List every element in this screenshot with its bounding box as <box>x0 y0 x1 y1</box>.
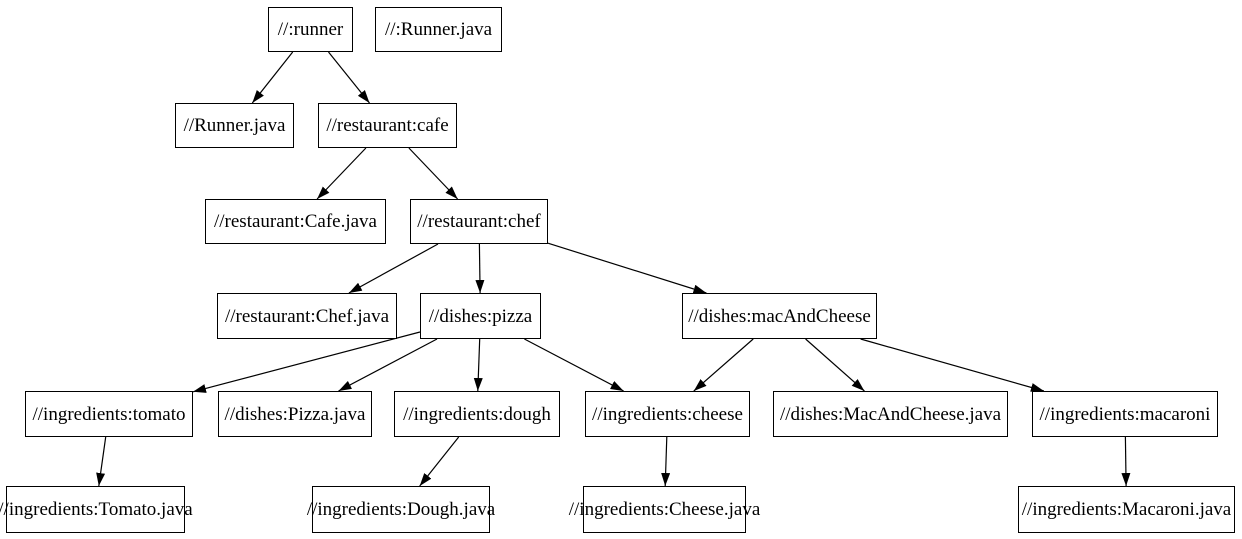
edge-runner-to-runner_java <box>251 51 294 104</box>
graph-node-cheese-java: //ingredients:Cheese.java <box>569 486 760 533</box>
graph-node-cafe: //restaurant:cafe <box>318 103 457 148</box>
edge-cheese-to-cheese_java <box>661 436 671 487</box>
graph-node-dough: //ingredients:dough <box>394 391 560 437</box>
edge-chef-to-pizza <box>475 243 485 294</box>
graph-node-cheese: //ingredients:cheese <box>585 391 750 437</box>
edge-cafe-to-cafe_java <box>316 147 367 200</box>
edge-chef-to-mac_and_cheese <box>547 242 707 294</box>
edge-pizza-to-dough <box>473 338 483 392</box>
graph-node-tomato-java: //ingredients:Tomato.java <box>0 486 193 533</box>
graph-node-chef: //restaurant:chef <box>410 199 548 244</box>
graph-node-cafe-java: //restaurant:Cafe.java <box>205 199 386 244</box>
edge-pizza-to-pizza_java <box>338 338 438 392</box>
edge-macaroni-to-macaroni_java <box>1121 436 1131 487</box>
graph-node-macaroni: //ingredients:macaroni <box>1032 391 1218 437</box>
graph-node-pizza: //dishes:pizza <box>420 293 541 339</box>
edge-dough-to-dough_java <box>419 436 460 487</box>
edge-cafe-to-chef <box>408 147 459 200</box>
graph-node-mac-and-cheese: //dishes:macAndCheese <box>682 293 877 339</box>
edge-mac_and_cheese-to-mac_and_cheese_java <box>805 338 865 392</box>
graph-node-dough-java: //ingredients:Dough.java <box>307 486 495 533</box>
graph-node-tomato: //ingredients:tomato <box>25 391 193 437</box>
edge-mac_and_cheese-to-macaroni <box>860 338 1045 392</box>
edge-runner-to-cafe <box>328 51 370 104</box>
graph-node-pizza-java: //dishes:Pizza.java <box>218 391 372 437</box>
edge-pizza-to-cheese <box>524 338 624 392</box>
graph-node-chef-java: //restaurant:Chef.java <box>217 293 397 339</box>
graph-node-macaroni-java: //ingredients:Macaroni.java <box>1018 486 1235 533</box>
edge-mac_and_cheese-to-cheese <box>693 338 754 392</box>
edge-tomato-to-tomato_java <box>96 436 107 487</box>
graph-node-runner-java-root: //:Runner.java <box>375 7 502 52</box>
graph-node-runner: //:runner <box>268 7 353 52</box>
edge-chef-to-chef_java <box>348 243 439 294</box>
edge-pizza-to-tomato <box>192 331 421 393</box>
graph-node-mac-and-cheese-java: //dishes:MacAndCheese.java <box>773 391 1008 437</box>
graph-node-runner-java: //Runner.java <box>175 103 294 148</box>
